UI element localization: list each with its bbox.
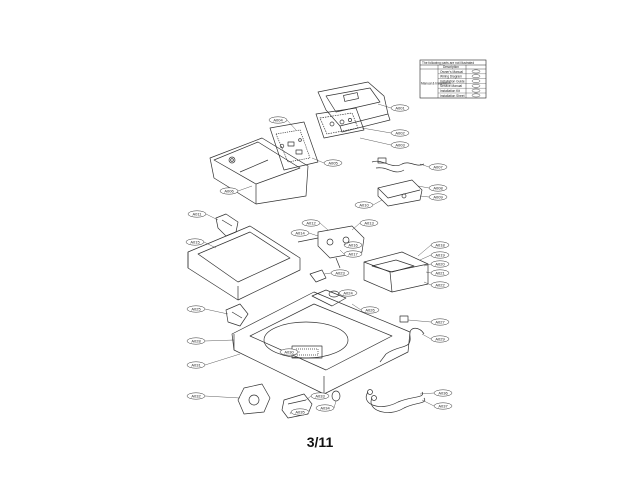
callout-label: A004 [273,117,283,122]
callout-label: A023 [335,270,345,275]
callout-label: A035 [295,409,305,414]
callout-label: A006 [224,188,234,193]
callout-label: A034 [320,405,330,410]
parts-not-illustrated-table: The following parts are not illustrated … [419,59,487,99]
callout-leaders [203,103,435,415]
wire-harness-drawing [371,157,425,173]
callout-label: A014 [295,230,305,235]
callout-label: A017 [348,251,358,256]
table-group-label: Manual & Installation [421,82,451,86]
sensor-bracket-drawing [377,179,423,207]
balancer-part-drawing [225,303,249,327]
callout-label: A002 [395,130,405,135]
callout-label: A020 [435,261,445,266]
callout-label: A009 [433,194,443,199]
table-title: The following parts are not illustrated [422,61,474,65]
rear-panel-drawing [317,81,391,133]
callout-label: A032 [191,393,201,398]
callout-label: A031 [191,362,201,367]
callout-label: A007 [433,164,443,169]
callout-label: A008 [433,185,443,190]
callout-label: A028 [191,338,201,343]
pump-drawing [237,383,271,415]
motor-drawing [281,393,313,419]
grommet-drawing [328,290,340,298]
callout-label: A021 [435,270,445,275]
callout-label: A024 [343,290,353,295]
dispenser-drawing [363,251,429,293]
callout-label: A015 [190,239,200,244]
callout-label: A025 [191,306,201,311]
table-header: Description [443,65,459,69]
callout-label: A001 [395,105,405,110]
small-bracket-drawing [309,269,327,283]
control-panel-drawing [209,137,309,205]
pcb-assembly-drawing [269,121,319,171]
callout-label: A030 [284,349,294,354]
inlet-hose-drawing [365,389,426,413]
callout-label: A029 [435,336,445,341]
callout-label: A033 [315,393,325,398]
pcb-board-drawing [315,107,365,139]
callout-label: A019 [435,252,445,257]
callout-labels: A001 A002 A003 A004 A005 A006 A007 A008 … [190,105,448,414]
washer-lid-drawing [187,225,301,301]
callout-label: A022 [435,282,445,287]
callout-label: A012 [306,220,316,225]
table-row: Installation Sheet [440,94,465,98]
callout-label: A018 [435,242,445,247]
callout-label: A013 [364,220,374,225]
callout-label: A010 [359,202,369,207]
top-cover-drawing [231,289,411,395]
callout-label: A026 [365,307,375,312]
table-row: Installation Guide [440,79,465,83]
callout-ellipses [185,104,453,416]
table-row: Owner's Manual [440,70,463,74]
callout-label: A037 [438,403,448,408]
callout-label: A011 [192,211,202,216]
page-number: 3/11 [306,434,334,450]
callout-label: A016 [348,242,358,247]
knob-drawing [331,390,341,402]
table-row: Wiring Diagram [440,75,462,79]
table-row: Installation Kit [440,89,460,93]
callout-label: A003 [395,142,405,147]
power-cord-drawing [379,315,425,363]
table-row: Service Manual [440,84,462,88]
callout-label: A027 [435,319,445,324]
callout-label: A005 [328,160,338,165]
callout-label: A036 [438,390,448,395]
